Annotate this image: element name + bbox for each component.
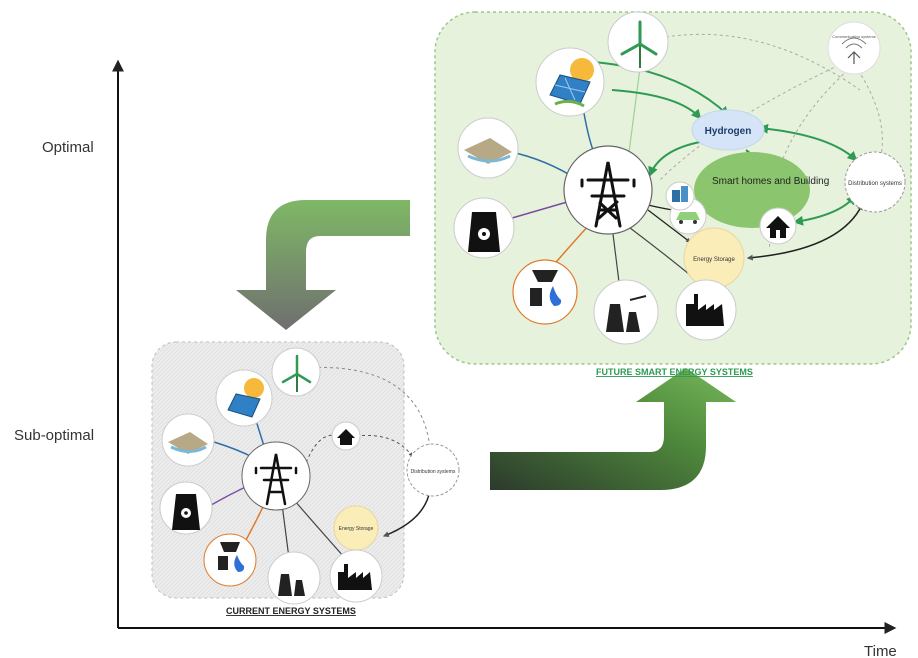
- future-factory-icon: [675, 279, 737, 341]
- current-distribution-label: Distribution systems: [411, 469, 456, 475]
- current-hydro-dam-icon: [161, 413, 215, 467]
- future-nuclear-plant-icon: [453, 197, 515, 259]
- future-transmission-tower-icon: [563, 145, 653, 235]
- future-storage-label: Energy Storage: [693, 257, 735, 263]
- future-solar-panel-icon: [535, 47, 605, 117]
- current-factory-icon: [329, 549, 383, 603]
- current-transmission-tower-icon: [241, 441, 311, 511]
- current-panel-caption: CURRENT ENERGY SYSTEMS: [226, 606, 356, 616]
- current-wind-turbine-icon: [271, 347, 321, 397]
- current-storage-label: Energy Storage: [339, 526, 374, 532]
- current-solar-panel-icon: [215, 369, 273, 427]
- future-house-icon: [759, 207, 797, 245]
- future-communication-icon: [827, 21, 881, 75]
- future-wind-turbine-icon: [607, 11, 669, 73]
- x-axis-label: Time: [864, 643, 897, 658]
- hydrogen-label: Hydrogen: [705, 126, 752, 137]
- decline-arrow: [236, 200, 410, 330]
- smart-homes-label: Smart homes and Building: [712, 176, 829, 187]
- communication-label: Communication systems: [832, 34, 876, 39]
- current-house-icon: [331, 421, 361, 451]
- future-distribution-label: Distribution systems: [848, 181, 902, 187]
- future-fossil-fuels-icon: [512, 259, 578, 325]
- future-distribution-node: [844, 151, 906, 213]
- current-distribution-node: [406, 443, 460, 497]
- hydrogen-node: [691, 109, 765, 151]
- transition-arrow: [490, 368, 736, 490]
- future-panel-caption: FUTURE SMART ENERGY SYSTEMS: [596, 367, 753, 377]
- future-hydro-dam-icon: [457, 117, 519, 179]
- current-nuclear-plant-icon: [159, 481, 213, 535]
- current-thermal-plant-icon: [267, 551, 321, 605]
- future-building-icon: [665, 181, 695, 211]
- future-thermal-plant-icon: [593, 279, 659, 345]
- y-high-label: Optimal: [42, 139, 94, 156]
- current-fossil-fuels-icon: [203, 533, 257, 587]
- y-low-label: Sub-optimal: [14, 427, 94, 444]
